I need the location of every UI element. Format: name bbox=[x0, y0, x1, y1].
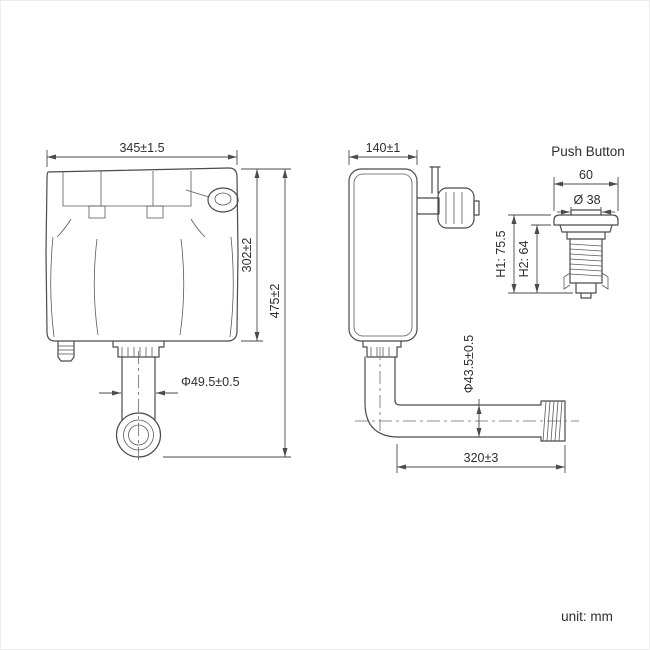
front-body-height-dimension: 302±2 bbox=[240, 168, 291, 342]
push-button-detail: Push Button 60 Ø 38 bbox=[494, 144, 625, 299]
side-pipe-length-dimension: 320±3 bbox=[396, 444, 566, 473]
fill-valve bbox=[416, 166, 480, 229]
button-h1-label: H1: 75.5 bbox=[494, 230, 508, 277]
inlet-cap bbox=[185, 187, 239, 213]
front-outlet-diameter-dimension: Φ49.5±0.5 bbox=[99, 375, 240, 396]
side-depth-dimension: 140±1 bbox=[348, 141, 418, 165]
button-h2-label: H2: 64 bbox=[517, 241, 531, 278]
side-depth-label: 140±1 bbox=[366, 141, 401, 155]
outlet-pipe-front bbox=[112, 340, 165, 462]
front-width-label: 345±1.5 bbox=[119, 141, 164, 155]
front-total-height-label: 475±2 bbox=[268, 284, 282, 319]
front-width-dimension: 345±1.5 bbox=[46, 141, 238, 167]
inlet-nipple bbox=[57, 341, 75, 362]
cistern-side-view: 140±1 Φ43.5±0.5 320±3 bbox=[348, 141, 579, 473]
side-pipe-length-label: 320±3 bbox=[464, 451, 499, 465]
button-h1-dimension: H1: 75.5 bbox=[494, 214, 573, 294]
flush-pipe bbox=[355, 347, 579, 442]
button-diameter-label: Ø 38 bbox=[573, 193, 600, 207]
push-button-title: Push Button bbox=[551, 144, 625, 159]
side-pipe-diameter-label: Φ43.5±0.5 bbox=[462, 335, 476, 394]
button-width-dimension: 60 bbox=[553, 168, 619, 211]
push-button-drawing bbox=[553, 209, 619, 299]
front-body-height-label: 302±2 bbox=[240, 238, 254, 273]
front-total-height-dimension: 475±2 bbox=[163, 169, 291, 458]
side-pipe-diameter-dimension: Φ43.5±0.5 bbox=[462, 335, 482, 437]
button-h2-dimension: H2: 64 bbox=[517, 224, 551, 293]
front-outlet-diameter-label: Φ49.5±0.5 bbox=[181, 375, 240, 389]
unit-label: unit: mm bbox=[561, 609, 613, 624]
button-width-label: 60 bbox=[579, 168, 593, 182]
cistern-front-view: 345±1.5 302±2 475±2 Φ49.5±0.5 bbox=[45, 141, 291, 462]
button-diameter-dimension: Ø 38 bbox=[557, 193, 615, 215]
